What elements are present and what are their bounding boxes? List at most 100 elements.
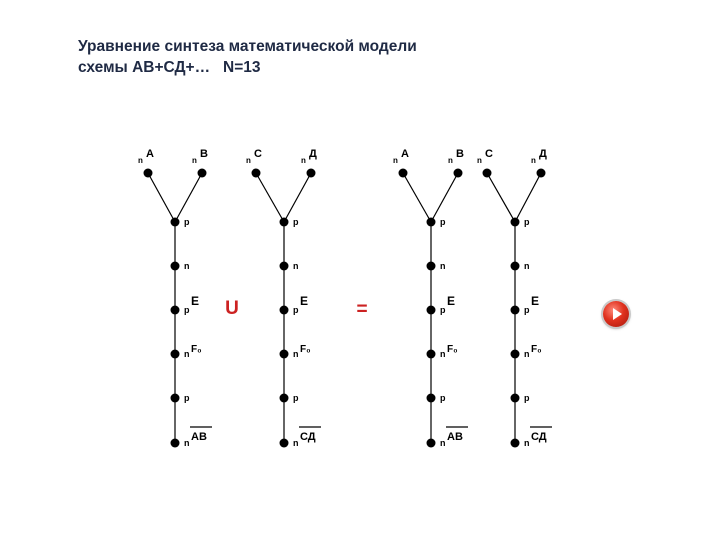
play-button[interactable] bbox=[603, 301, 629, 327]
input-node bbox=[251, 168, 261, 178]
pole-label: p bbox=[293, 217, 299, 227]
title-line-1: Уравнение синтеза математической модели bbox=[78, 38, 417, 55]
pole-label: n bbox=[440, 349, 446, 359]
pole-label: n bbox=[477, 156, 482, 165]
pole-label: n bbox=[524, 349, 530, 359]
pole-label: n bbox=[524, 438, 530, 448]
pole-label: p bbox=[524, 393, 530, 403]
chain-node bbox=[279, 305, 289, 315]
chain-node bbox=[426, 393, 436, 403]
chain-node bbox=[170, 217, 180, 227]
node-function-label: E bbox=[447, 294, 455, 308]
pole-label: n bbox=[301, 156, 306, 165]
input-node bbox=[306, 168, 316, 178]
slide-title: Уравнение синтеза математической модели … bbox=[78, 36, 417, 78]
chain-node bbox=[510, 261, 520, 271]
input-label: B bbox=[200, 148, 208, 160]
play-icon bbox=[613, 308, 622, 320]
pole-label: n bbox=[184, 261, 190, 271]
node-function-label: F₀ bbox=[300, 344, 311, 355]
input-node bbox=[197, 168, 207, 178]
pole-label: p bbox=[184, 305, 190, 315]
pole-label: n bbox=[293, 261, 299, 271]
node-function-label: AB bbox=[447, 431, 463, 443]
chain-node bbox=[510, 305, 520, 315]
branch-edge bbox=[255, 172, 285, 223]
pole-label: p bbox=[440, 393, 446, 403]
chain-node bbox=[279, 261, 289, 271]
chain-node bbox=[426, 305, 436, 315]
chain-node bbox=[170, 438, 180, 448]
chain-node bbox=[426, 217, 436, 227]
branch-edge bbox=[174, 172, 203, 223]
input-node bbox=[398, 168, 408, 178]
branch-edge bbox=[147, 172, 176, 223]
chain-node bbox=[279, 349, 289, 359]
node-function-label: F₀ bbox=[191, 344, 202, 355]
pole-label: n bbox=[293, 349, 299, 359]
pole-label: p bbox=[524, 305, 530, 315]
branch-edge bbox=[430, 172, 459, 223]
input-label: A bbox=[146, 148, 154, 160]
branch-edge bbox=[486, 172, 516, 223]
pole-label: n bbox=[524, 261, 530, 271]
pole-label: p bbox=[293, 305, 299, 315]
pole-label: p bbox=[440, 305, 446, 315]
pole-label: n bbox=[448, 156, 453, 165]
input-label: C bbox=[485, 148, 493, 160]
input-label: B bbox=[456, 148, 464, 160]
pole-label: p bbox=[524, 217, 530, 227]
chain-node bbox=[426, 349, 436, 359]
node-function-label: F₀ bbox=[447, 344, 458, 355]
input-label: A bbox=[401, 148, 409, 160]
input-node bbox=[536, 168, 546, 178]
pole-label: n bbox=[246, 156, 251, 165]
chain-node bbox=[279, 393, 289, 403]
pole-label: n bbox=[393, 156, 398, 165]
pole-label: p bbox=[184, 217, 190, 227]
node-function-label: E bbox=[531, 294, 539, 308]
node-function-label: F₀ bbox=[531, 344, 542, 355]
input-label: C bbox=[254, 148, 262, 160]
equals-operator: = bbox=[356, 299, 367, 320]
pole-label: n bbox=[138, 156, 143, 165]
chain-node bbox=[170, 261, 180, 271]
pole-label: n bbox=[192, 156, 197, 165]
pole-label: n bbox=[184, 349, 190, 359]
branch-edge bbox=[283, 172, 312, 223]
pole-label: n bbox=[440, 438, 446, 448]
chain-node bbox=[279, 217, 289, 227]
node-function-label: E bbox=[300, 294, 308, 308]
chain-node bbox=[510, 438, 520, 448]
pole-label: n bbox=[440, 261, 446, 271]
chain-node bbox=[510, 393, 520, 403]
input-label: Д bbox=[539, 148, 547, 160]
union-operator: U bbox=[225, 298, 239, 319]
node-function-label: СД bbox=[531, 431, 547, 443]
node-function-label: AB bbox=[191, 431, 207, 443]
branch-edge bbox=[402, 172, 432, 223]
node-function-label: E bbox=[191, 294, 199, 308]
chain-node bbox=[279, 438, 289, 448]
node-function-label: СД bbox=[300, 431, 316, 443]
chain-node bbox=[426, 438, 436, 448]
pole-label: p bbox=[184, 393, 190, 403]
chain-node bbox=[510, 349, 520, 359]
input-label: Д bbox=[309, 148, 317, 160]
input-node bbox=[482, 168, 492, 178]
chain-node bbox=[170, 305, 180, 315]
pole-label: p bbox=[293, 393, 299, 403]
chain-node bbox=[426, 261, 436, 271]
input-node bbox=[143, 168, 153, 178]
pole-label: n bbox=[531, 156, 536, 165]
pole-label: n bbox=[184, 438, 190, 448]
chain-node bbox=[510, 217, 520, 227]
branch-edge bbox=[514, 172, 542, 223]
chain-node bbox=[170, 349, 180, 359]
pole-label: n bbox=[293, 438, 299, 448]
